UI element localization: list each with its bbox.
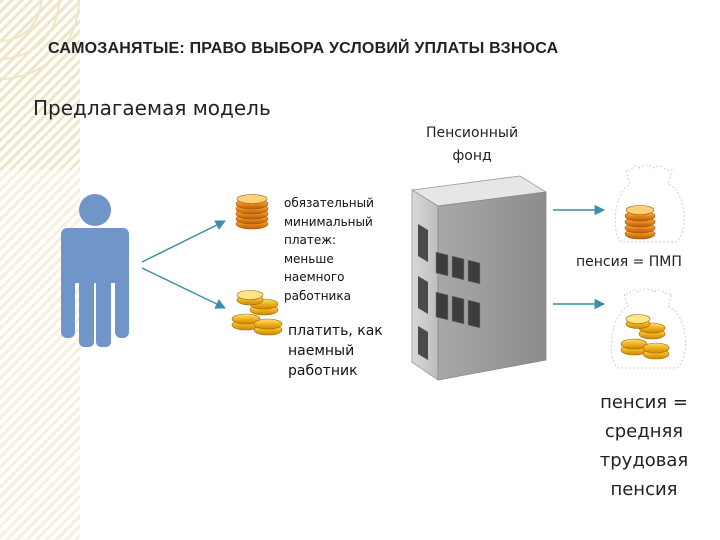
minimal-payment-line: работника [284, 287, 394, 306]
money-bag-icon [615, 165, 684, 242]
person-icon [61, 194, 129, 347]
employee-payment-line: наемный [288, 341, 408, 361]
pension-fund-label: Пенсионный фонд [412, 122, 532, 168]
minimal-payment-line: меньше [284, 250, 394, 269]
employee-payment-line: платить, как [288, 321, 408, 341]
pension-average-label: пенсия = средняя трудовая пенсия [584, 388, 704, 504]
pension-average-line: пенсия [584, 475, 704, 504]
pension-average-line: средняя [584, 417, 704, 446]
pension-fund-label-line: Пенсионный [412, 122, 532, 145]
pension-pmp-label: пенсия = ПМП [576, 254, 682, 270]
building-icon [412, 176, 546, 380]
minimal-payment-label: обязательный минимальный платеж: меньше … [284, 194, 394, 305]
pension-average-line: пенсия = [584, 388, 704, 417]
minimal-payment-line: платеж: [284, 231, 394, 250]
pension-fund-label-line: фонд [412, 145, 532, 168]
coin-pile-icon [232, 291, 282, 336]
minimal-payment-line: наемного [284, 268, 394, 287]
money-bag-icon [611, 289, 685, 368]
pension-average-line: трудовая [584, 446, 704, 475]
arrow-to-minimal-payment [142, 221, 225, 262]
arrow-to-employee-payment [142, 268, 225, 308]
minimal-payment-line: обязательный [284, 194, 394, 213]
employee-payment-line: работник [288, 361, 408, 381]
minimal-payment-line: минимальный [284, 213, 394, 232]
employee-payment-label: платить, как наемный работник [288, 321, 408, 381]
coin-stack-icon [236, 195, 268, 230]
